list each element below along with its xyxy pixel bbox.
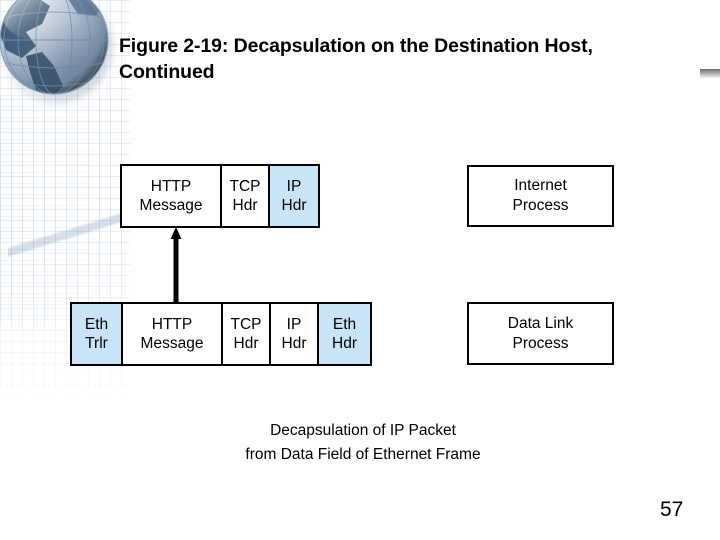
- packet-row-application: HTTP Message TCP Hdr IP Hdr: [120, 164, 320, 228]
- page-number: 57: [660, 498, 684, 521]
- segment-label-line2: Trlr: [85, 335, 108, 352]
- process-label-line1: Data Link: [507, 314, 574, 332]
- segment-label-line2: Hdr: [281, 335, 307, 352]
- segment-ip-hdr: IP Hdr: [270, 166, 318, 226]
- segment-tcp-hdr: TCP Hdr: [223, 304, 271, 364]
- segment-label-line1: HTTP: [150, 178, 192, 195]
- page-title: Figure 2-19: Decapsulation on the Destin…: [119, 35, 593, 83]
- segment-ip-hdr: IP Hdr: [271, 304, 319, 364]
- segment-label-line2: Message: [140, 335, 204, 352]
- decapsulation-up-arrow: [170, 227, 182, 303]
- packet-row-data-link: Eth Trlr HTTP Message TCP Hdr IP Hdr Eth…: [70, 302, 372, 366]
- segment-label-line1: TCP: [229, 178, 261, 195]
- segment-tcp-hdr: TCP Hdr: [222, 166, 270, 226]
- internet-process-box: Internet Process: [467, 165, 614, 227]
- data-link-process-box: Data Link Process: [467, 302, 614, 365]
- process-label-line1: Internet: [514, 177, 567, 194]
- segment-label-line1: IP: [286, 178, 302, 195]
- caption-line-2: from Data Field of Ethernet Frame: [245, 446, 481, 463]
- segment-eth-hdr: Eth Hdr: [319, 304, 370, 364]
- segment-http-message: HTTP Message: [123, 304, 223, 364]
- segment-label-line1: Eth: [332, 316, 357, 333]
- segment-label-line2: Hdr: [232, 197, 258, 214]
- segment-label-line1: IP: [286, 316, 302, 333]
- segment-eth-trlr: Eth Trlr: [72, 304, 123, 364]
- globe-shadow: [0, 0, 114, 104]
- process-label-line2: Process: [512, 197, 569, 214]
- segment-label-line2: Message: [139, 197, 203, 214]
- globe-icon: [0, 0, 109, 95]
- segment-label-line2: Hdr: [233, 335, 259, 352]
- globe-graphic: [0, 0, 120, 108]
- segment-label-line1: TCP: [230, 316, 262, 333]
- segment-label-line2: Hdr: [332, 335, 357, 352]
- segment-label-line1: HTTP: [151, 316, 193, 333]
- segment-label-line1: Eth: [84, 316, 109, 333]
- corner-accent-bar: [700, 69, 720, 78]
- segment-http-message: HTTP Message: [122, 166, 222, 226]
- caption-line-1: Decapsulation of IP Packet: [270, 422, 456, 439]
- figure-caption: Decapsulation of IP Packet from Data Fie…: [163, 419, 563, 467]
- process-label-line2: Process: [512, 334, 569, 352]
- segment-label-line2: Hdr: [281, 197, 307, 214]
